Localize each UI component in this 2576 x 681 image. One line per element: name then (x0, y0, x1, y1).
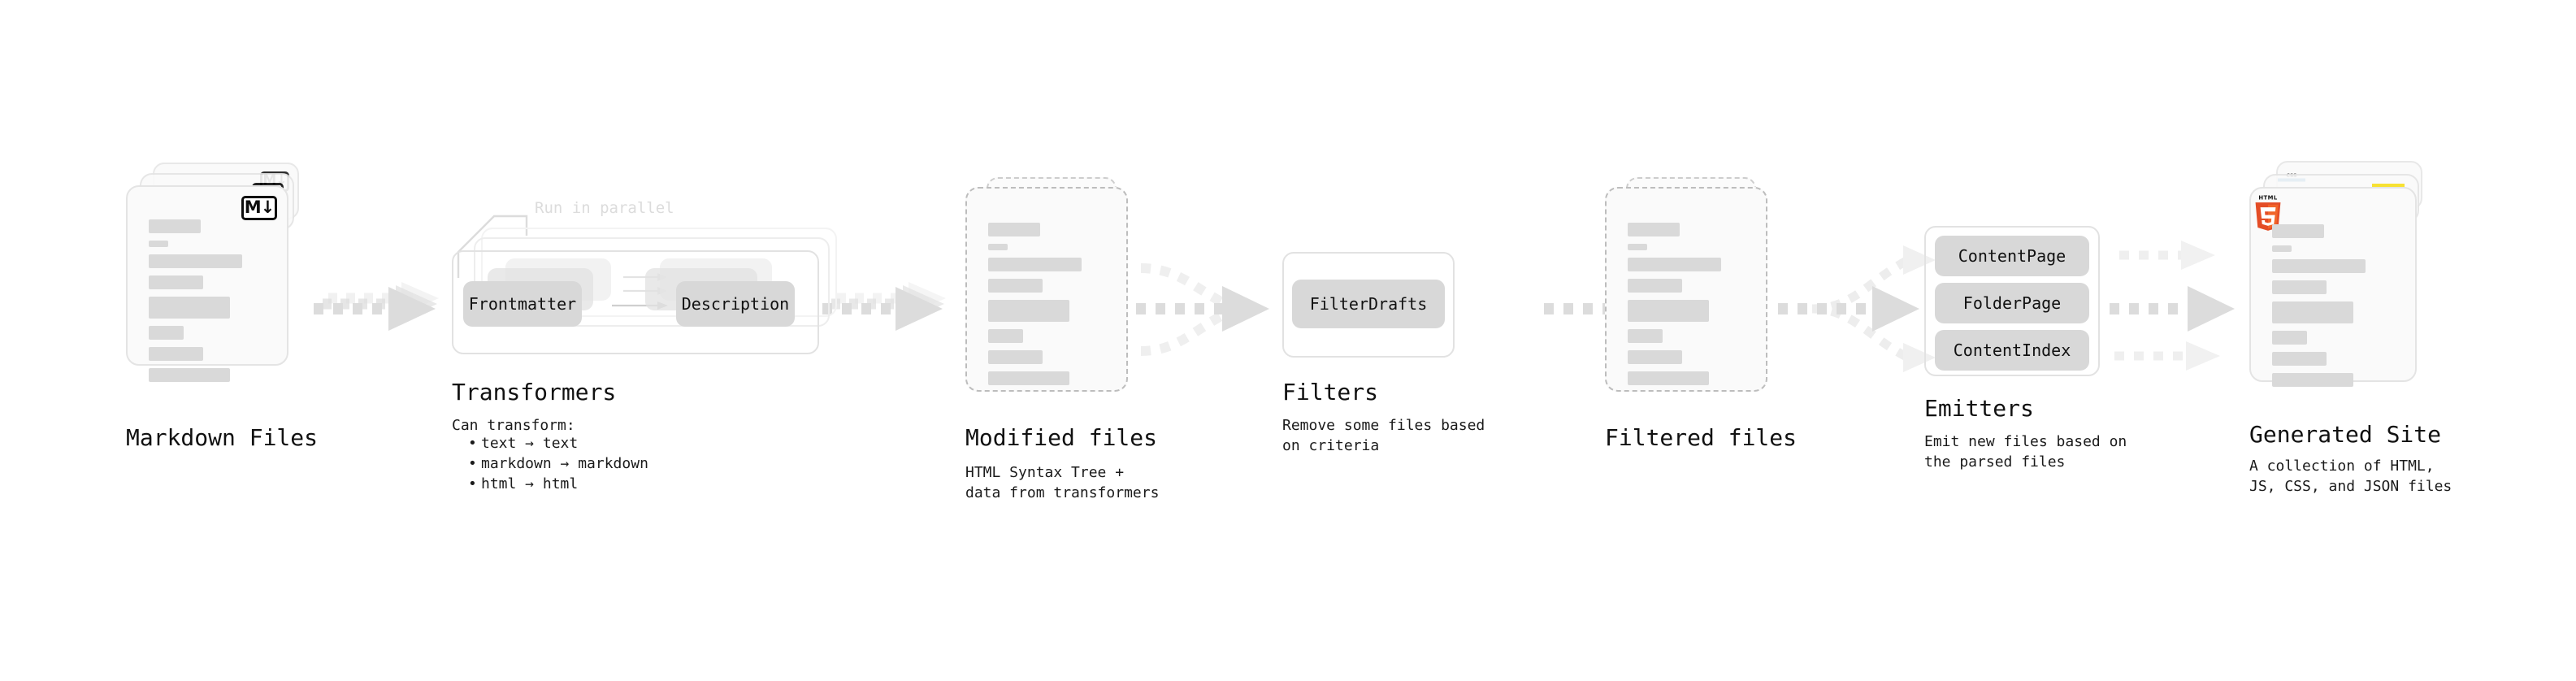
markdown-file-skeleton (149, 219, 269, 389)
transformers-subtitle: Can transform: (452, 417, 575, 434)
skeleton-row (2272, 259, 2366, 273)
generated-site-subtitle: A collection of HTML, JS, CSS, and JSON … (2249, 458, 2452, 495)
transformers-frame-back (481, 228, 837, 317)
transformers-bullet: markdown → markdown (468, 454, 648, 475)
transformer-pill-frontmatter-label: Frontmatter (468, 294, 577, 314)
skeleton-row (988, 300, 1069, 322)
markdown-files-stack: M↓ M↓ M↓ (126, 163, 313, 406)
html5-icon: HTML (2255, 195, 2281, 231)
markdown-files-title: Markdown Files (126, 424, 319, 451)
markdown-icon-glyph: M↓ (244, 197, 275, 217)
connector-filtered-to-emitters (1778, 245, 1936, 372)
modified-file-front[interactable] (965, 187, 1128, 392)
modified-files-title: Modified files (965, 424, 1158, 451)
emitters-pill-contentpage-label: ContentPage (1958, 246, 2066, 266)
generated-file-skeleton (2272, 224, 2397, 394)
emitters-pill-folderpage[interactable]: FolderPage (1935, 283, 2089, 323)
skeleton-row (149, 368, 230, 382)
emitters-subtitle: Emit new files based on the parsed files (1924, 433, 2127, 471)
filtered-file-front[interactable] (1605, 187, 1767, 392)
filters-title: Filters (1282, 379, 1379, 406)
connector-md-to-transformers (314, 282, 439, 331)
skeleton-row (2272, 373, 2353, 387)
skeleton-row (988, 279, 1043, 293)
skeleton-row (988, 244, 1008, 250)
connector-emitters-to-site (2110, 241, 2235, 371)
skeleton-row (988, 329, 1023, 343)
filtered-files-stack (1605, 177, 1792, 421)
markdown-icon: M↓ (241, 196, 277, 220)
run-in-parallel-label: Run in parallel (535, 199, 674, 217)
filtered-files-title: Filtered files (1605, 424, 1798, 451)
skeleton-row (1628, 223, 1680, 236)
skeleton-row (149, 297, 230, 319)
emitters-pill-contentindex-label: ContentIndex (1953, 340, 2071, 360)
transformers-frame-front[interactable] (452, 250, 819, 354)
connector-transformers-to-modified (822, 282, 946, 331)
skeleton-row (1628, 258, 1721, 271)
generated-site-stack: CSS HTML (2249, 161, 2444, 421)
skeleton-row (149, 219, 201, 233)
skeleton-row (1628, 350, 1682, 364)
skeleton-row (988, 371, 1069, 385)
svg-text:HTML: HTML (2258, 195, 2277, 202)
skeleton-row (149, 241, 168, 247)
skeleton-row (2272, 245, 2292, 252)
connector-modified-to-filters (1136, 263, 1269, 356)
markdown-file-front[interactable]: M↓ (126, 185, 288, 382)
skeleton-row (149, 254, 242, 268)
transformer-pill-description-label: Description (681, 294, 790, 314)
skeleton-row (1628, 279, 1682, 293)
transformer-pill-description[interactable]: Description (676, 281, 795, 327)
filtered-file-skeleton (1628, 223, 1748, 393)
generated-file-front[interactable]: HTML (2249, 187, 2417, 387)
skeleton-row (149, 347, 203, 361)
modified-file-skeleton (988, 223, 1108, 393)
skeleton-row (2272, 224, 2324, 238)
filters-pill-filterdrafts[interactable]: FilterDrafts (1292, 280, 1445, 328)
filters-subtitle: Remove some files based on criteria (1282, 417, 1485, 454)
emitters-frame[interactable] (1924, 226, 2100, 376)
skeleton-row (1628, 329, 1663, 343)
skeleton-row (1628, 300, 1709, 322)
skeleton-row (988, 350, 1043, 364)
filters-pill-filterdrafts-label: FilterDrafts (1309, 294, 1428, 314)
skeleton-row (149, 326, 184, 340)
emitters-pill-folderpage-label: FolderPage (1962, 293, 2062, 313)
filters-frame[interactable] (1282, 252, 1455, 358)
skeleton-row (1628, 371, 1709, 385)
modified-files-stack (965, 177, 1152, 421)
transformer-pill-frontmatter[interactable]: Frontmatter (463, 281, 582, 327)
skeleton-row (149, 275, 203, 289)
skeleton-row (988, 223, 1040, 236)
emitters-pill-contentindex[interactable]: ContentIndex (1935, 330, 2089, 371)
transformers-title: Transformers (452, 379, 617, 406)
generated-site-title: Generated Site (2249, 421, 2442, 448)
skeleton-row (2272, 301, 2353, 323)
skeleton-row (2272, 331, 2307, 345)
transformers-bullet: html → html (468, 475, 648, 495)
skeleton-row (2272, 280, 2327, 294)
modified-files-subtitle: HTML Syntax Tree + data from transformer… (965, 464, 1160, 501)
skeleton-row (988, 258, 1082, 271)
transformers-bullets: text → text markdown → markdown html → h… (465, 434, 648, 494)
emitters-title: Emitters (1924, 395, 2034, 422)
skeleton-row (2272, 352, 2327, 366)
skeleton-row (1628, 244, 1647, 250)
emitters-pill-contentpage[interactable]: ContentPage (1935, 236, 2089, 276)
transformers-bullet: text → text (468, 434, 648, 454)
